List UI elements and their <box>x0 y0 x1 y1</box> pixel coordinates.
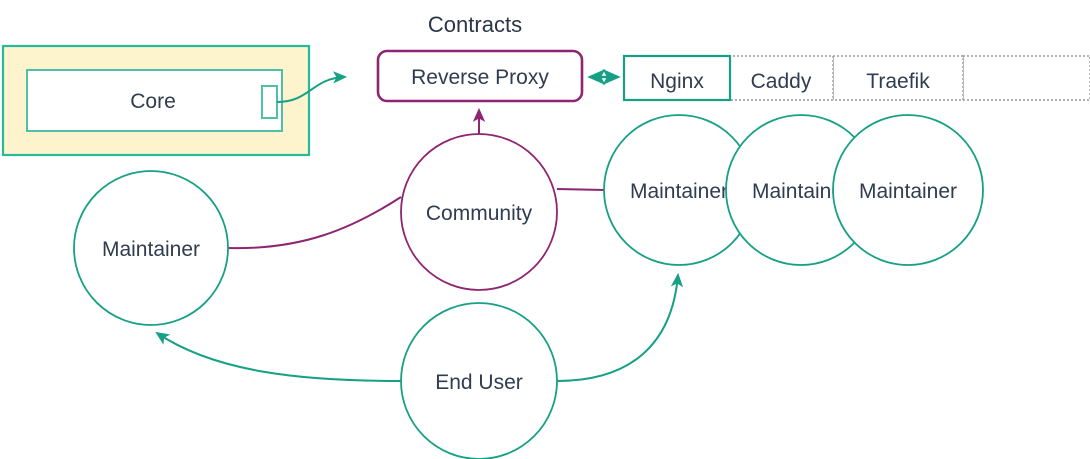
reverse-proxy-box[interactable] <box>376 49 584 103</box>
option-label-caddy: Caddy <box>751 70 812 93</box>
option-label-traefik: Traefik <box>866 70 930 93</box>
end-user-circle[interactable] <box>400 302 558 459</box>
edge-community-to-maintainer-right <box>556 188 606 191</box>
maintainer-3-circle[interactable] <box>832 114 984 266</box>
maintainer-2-label: Maintainer <box>752 180 850 203</box>
node-maintainer-left[interactable]: Maintainer <box>73 170 229 326</box>
edge-end-user-to-maintainer-right <box>556 272 684 382</box>
node-maintainer-1[interactable]: Maintainer <box>603 114 755 266</box>
end-user-label: End User <box>435 371 523 394</box>
maintainer-1-label: Maintainer <box>630 180 728 203</box>
node-maintainer-2[interactable]: Maintainer <box>725 114 877 266</box>
core-box[interactable] <box>26 69 283 132</box>
edge-community-to-maintainer-left <box>227 196 402 250</box>
core-port-icon[interactable] <box>261 85 278 119</box>
cluster-title: Contracts <box>428 12 522 37</box>
node-end-user[interactable]: End User <box>400 302 558 459</box>
cluster-core: Core <box>1 44 311 157</box>
option-label-nginx: Nginx <box>650 70 704 93</box>
edge-core-to-reverse-proxy <box>276 71 348 103</box>
edge-end-user-to-maintainer-left <box>155 331 402 382</box>
community-circle[interactable] <box>400 133 558 291</box>
maintainer-left-circle[interactable] <box>73 170 229 326</box>
option-cell-nginx[interactable] <box>622 54 732 102</box>
community-label: Community <box>426 202 533 225</box>
node-maintainer-3[interactable]: Maintainer <box>832 114 984 266</box>
option-cell-empty[interactable] <box>962 55 1090 101</box>
reverse-proxy-label: Reverse Proxy <box>411 66 549 89</box>
core-label: Core <box>130 90 176 113</box>
node-community[interactable]: Community <box>400 133 558 291</box>
maintainer-3-label: Maintainer <box>859 180 957 203</box>
maintainer-left-label: Maintainer <box>102 238 200 261</box>
options-table: Traefik Caddy Nginx <box>622 54 1090 102</box>
option-cell-traefik[interactable] <box>832 55 964 101</box>
option-cell-caddy[interactable] <box>728 55 834 101</box>
reverse-proxy-node[interactable]: Reverse Proxy <box>376 49 584 103</box>
